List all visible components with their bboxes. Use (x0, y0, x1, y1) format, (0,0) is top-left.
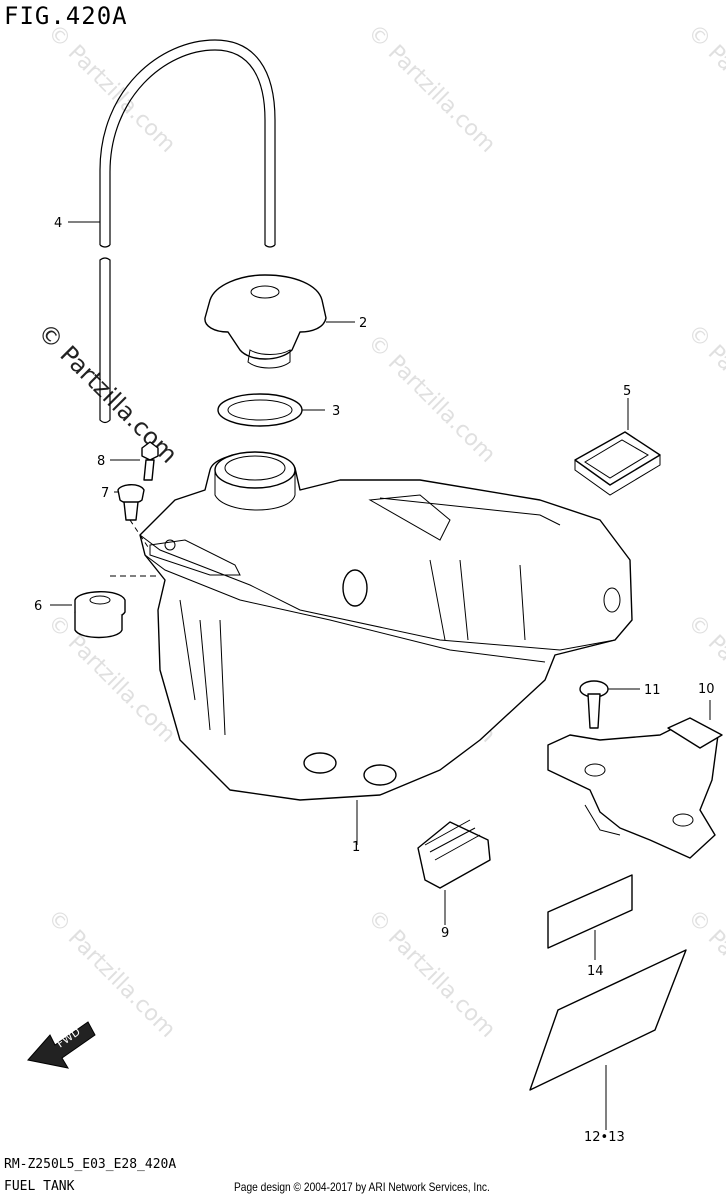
tank-strap (574, 431, 661, 496)
fuel-cap (204, 274, 327, 369)
callout-11: 11 (644, 683, 661, 698)
cushion (74, 591, 126, 639)
forward-direction-arrow: FWD (27, 1021, 96, 1069)
bolt (141, 441, 159, 481)
section-name: FUEL TANK (4, 1179, 75, 1194)
leader-lines (50, 221, 711, 1130)
callout-4: 4 (54, 216, 62, 231)
caution-label-large (529, 949, 687, 1091)
callout-8: 8 (97, 454, 105, 469)
callout-3: 3 (332, 404, 340, 419)
callout-12-13: 12•13 (584, 1130, 625, 1145)
callout-9: 9 (441, 926, 449, 941)
model-code: RM-Z250L5_E03_E28_420A (4, 1157, 177, 1172)
callout-14: 14 (587, 964, 604, 979)
figure-title: FIG.420A (4, 2, 128, 30)
cap-gasket (217, 393, 303, 427)
callout-5: 5 (623, 384, 631, 399)
callout-10: 10 (698, 682, 715, 697)
breather-hose (99, 39, 276, 424)
caution-label-small (547, 874, 633, 949)
screw (579, 680, 609, 729)
pad (417, 819, 491, 889)
callout-labels: 1 2 3 4 5 6 7 8 9 10 11 12•13 14 (34, 216, 715, 1145)
bracket (547, 717, 723, 859)
callout-7: 7 (101, 486, 109, 501)
callout-1: 1 (352, 840, 360, 855)
callout-2: 2 (359, 316, 367, 331)
collar (117, 484, 145, 521)
page-credit: Page design © 2004-2017 by ARI Network S… (234, 1180, 490, 1194)
fuel-tank (139, 451, 633, 801)
callout-6: 6 (34, 599, 42, 614)
